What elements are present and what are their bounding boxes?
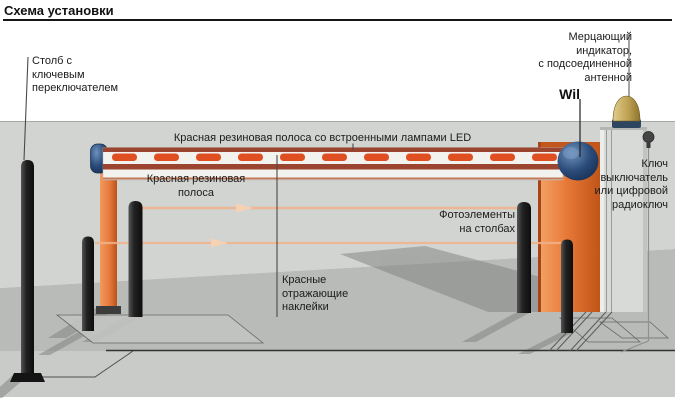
- foreground-strip: [0, 351, 675, 397]
- flashing-indicator-icon: [612, 33, 641, 128]
- barrier-arm: [102, 147, 564, 181]
- photocell-post-right-tall: [517, 202, 531, 313]
- ground-conduit-lines: [30, 349, 675, 378]
- photocell-post-left-short: [82, 236, 94, 331]
- left-foundation-pad: [55, 314, 265, 344]
- photocell-beams: [95, 203, 563, 248]
- label-flashing-indicator: Мерцающий индикатор, с подсоединенной ан…: [538, 31, 632, 84]
- right-foundation-pad-2: [598, 321, 670, 339]
- led-dash-strip: [112, 153, 557, 161]
- right-pillar: [600, 127, 647, 312]
- label-photocells: Фотоэлементы на столбах: [439, 209, 515, 235]
- page-title: Схема установки: [4, 3, 114, 18]
- leader-lines: [23, 56, 581, 317]
- key-switch-post: [21, 160, 34, 375]
- label-led-strip: Красная резиновая полоса со встроенными …: [173, 132, 472, 144]
- photocell-post-left-tall: [128, 201, 143, 317]
- key-switch-icon: [620, 131, 655, 353]
- key-switch-post-base: [10, 373, 45, 382]
- title-underline: [3, 19, 672, 21]
- photocell-post-right-short: [561, 239, 573, 333]
- label-wil-brand: Wil: [559, 86, 580, 102]
- label-key-switch: Ключ выключатель или цифровой радиоключ: [594, 158, 668, 211]
- right-foundation-pad: [558, 317, 642, 343]
- label-key-switch-post: Столб с ключевым переключателем: [32, 55, 119, 94]
- label-rubber-strip: Красная резиновая полоса: [146, 173, 246, 199]
- ball-joint: [557, 141, 599, 181]
- label-reflective-stickers: Красные отражающие наклейки: [282, 274, 349, 313]
- leader-post-key: [23, 56, 29, 161]
